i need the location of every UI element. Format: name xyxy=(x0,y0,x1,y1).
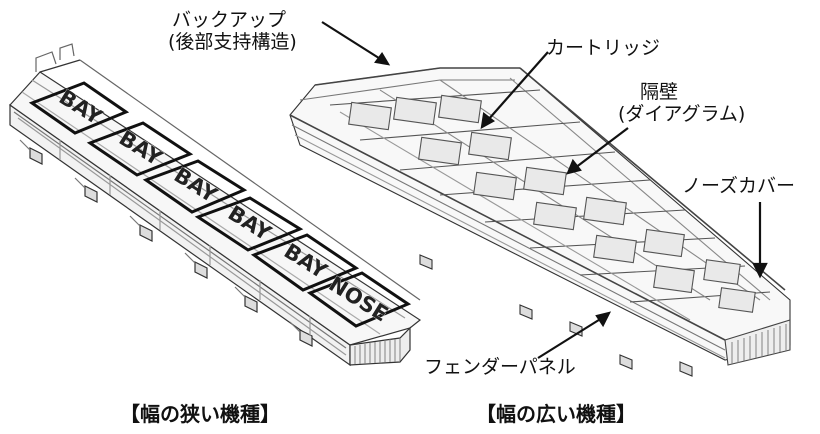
cartridge-leader xyxy=(487,51,549,121)
fender-panel-label: フェンダーパネル xyxy=(424,356,576,378)
backup-arrowhead xyxy=(374,52,391,66)
bulkhead-label-line1: 隔壁 xyxy=(640,81,679,103)
nose-cover-arrowhead xyxy=(752,262,768,279)
bay-box-1 xyxy=(28,81,130,135)
bay-box-4 xyxy=(194,196,304,252)
backup-label-line1: バックアップ xyxy=(172,9,287,31)
bay-box-2 xyxy=(86,121,194,177)
bulkhead-arrowhead xyxy=(566,158,582,175)
fender-arrowhead xyxy=(595,311,612,328)
nose-box xyxy=(306,271,412,328)
wide-model-caption: 【幅の広い機種】 xyxy=(476,402,636,426)
backup-label-line2: (後部支持構造) xyxy=(168,30,297,53)
bulkhead-label-line2: (ダイアグラム) xyxy=(618,102,746,125)
cartridge-arrowhead xyxy=(480,111,496,130)
nose-cover-label: ノーズカバー xyxy=(682,175,796,197)
narrow-bay-boxes xyxy=(28,81,412,328)
bay-box-5 xyxy=(250,233,360,292)
leader-lines xyxy=(321,21,768,359)
bay-box-3 xyxy=(142,159,248,214)
wide-model-drawing xyxy=(289,67,791,377)
narrow-model-caption: 【幅の狭い機種】 xyxy=(120,402,280,426)
fender-leader xyxy=(537,317,603,359)
backup-label: バックアップ (後部支持構造) xyxy=(168,9,297,54)
backup-leader xyxy=(321,21,383,61)
bulkhead-label: 隔壁 (ダイアグラム) xyxy=(618,81,746,126)
bulkhead-leader xyxy=(574,127,629,169)
narrow-model-drawing xyxy=(9,43,422,367)
cartridge-label: カートリッジ xyxy=(546,37,661,59)
